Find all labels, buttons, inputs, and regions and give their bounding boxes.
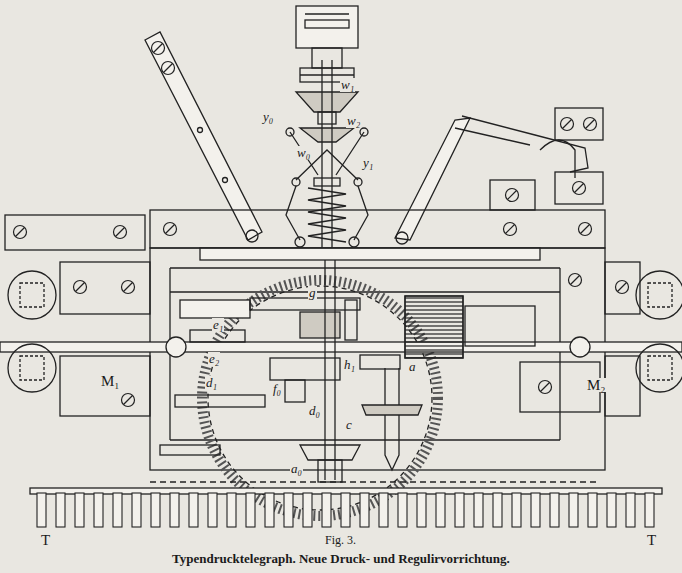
callout-letter: c (345, 418, 353, 432)
callout-letter: f₀ (272, 382, 282, 396)
callout-letter: w₀ (296, 146, 311, 160)
callout-letter: a₀ (290, 462, 303, 476)
part-letter: M₂ (586, 378, 607, 392)
part-letter: M₁ (100, 374, 121, 388)
part-letter: T (646, 533, 657, 547)
callout-letter: d₀ (308, 404, 321, 418)
callout-letter: e₁ (212, 318, 224, 332)
callout-letter: g (308, 286, 317, 300)
callout-letter: a (408, 360, 417, 374)
callout-letter: e₂ (208, 352, 220, 366)
callout-letter: h₁ (343, 358, 356, 372)
figure-caption: Typendrucktelegraph. Neue Druck- und Reg… (172, 551, 510, 567)
callout-letter: w₁ (340, 78, 355, 92)
figure-number: Fig. 3. (325, 533, 356, 548)
callout-letter: y₀ (262, 110, 274, 124)
callout-letter: y₁ (362, 156, 374, 170)
callout-letter: w₂ (346, 114, 361, 128)
callout-letter: d₁ (205, 376, 218, 390)
part-letter: T (40, 533, 51, 547)
